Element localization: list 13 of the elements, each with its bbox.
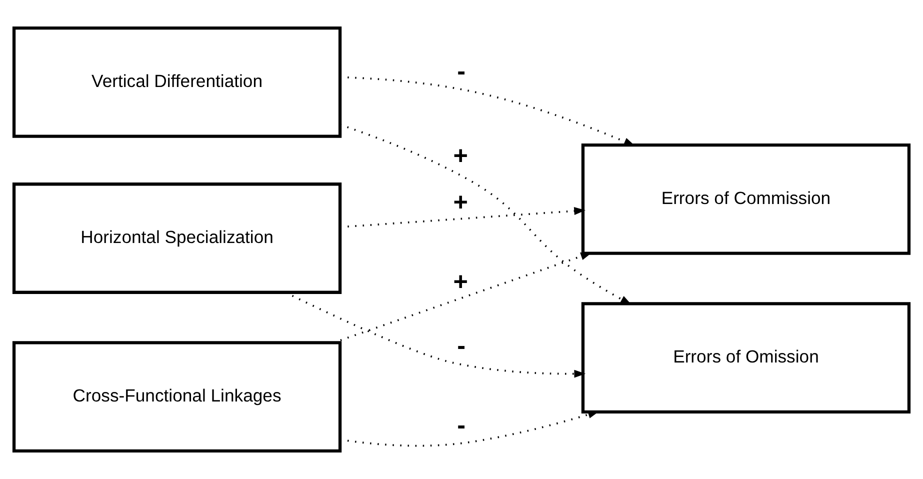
arrow: [333, 252, 592, 344]
node-box: Errors of Commission: [581, 144, 911, 255]
node-box: Vertical Differentiation: [12, 26, 342, 138]
edge-label: +: [453, 142, 468, 170]
node-box: Cross-Functional Linkages: [12, 341, 342, 453]
edge-label: -: [457, 411, 466, 440]
edge-label: +: [453, 268, 468, 296]
edge-label: +: [453, 188, 468, 217]
arrow: [340, 124, 632, 305]
node-box: Horizontal Specialization: [12, 182, 342, 294]
node-box: Errors of Omission: [581, 302, 911, 414]
edge-label: -: [457, 58, 466, 86]
edge-label: -: [457, 332, 466, 360]
